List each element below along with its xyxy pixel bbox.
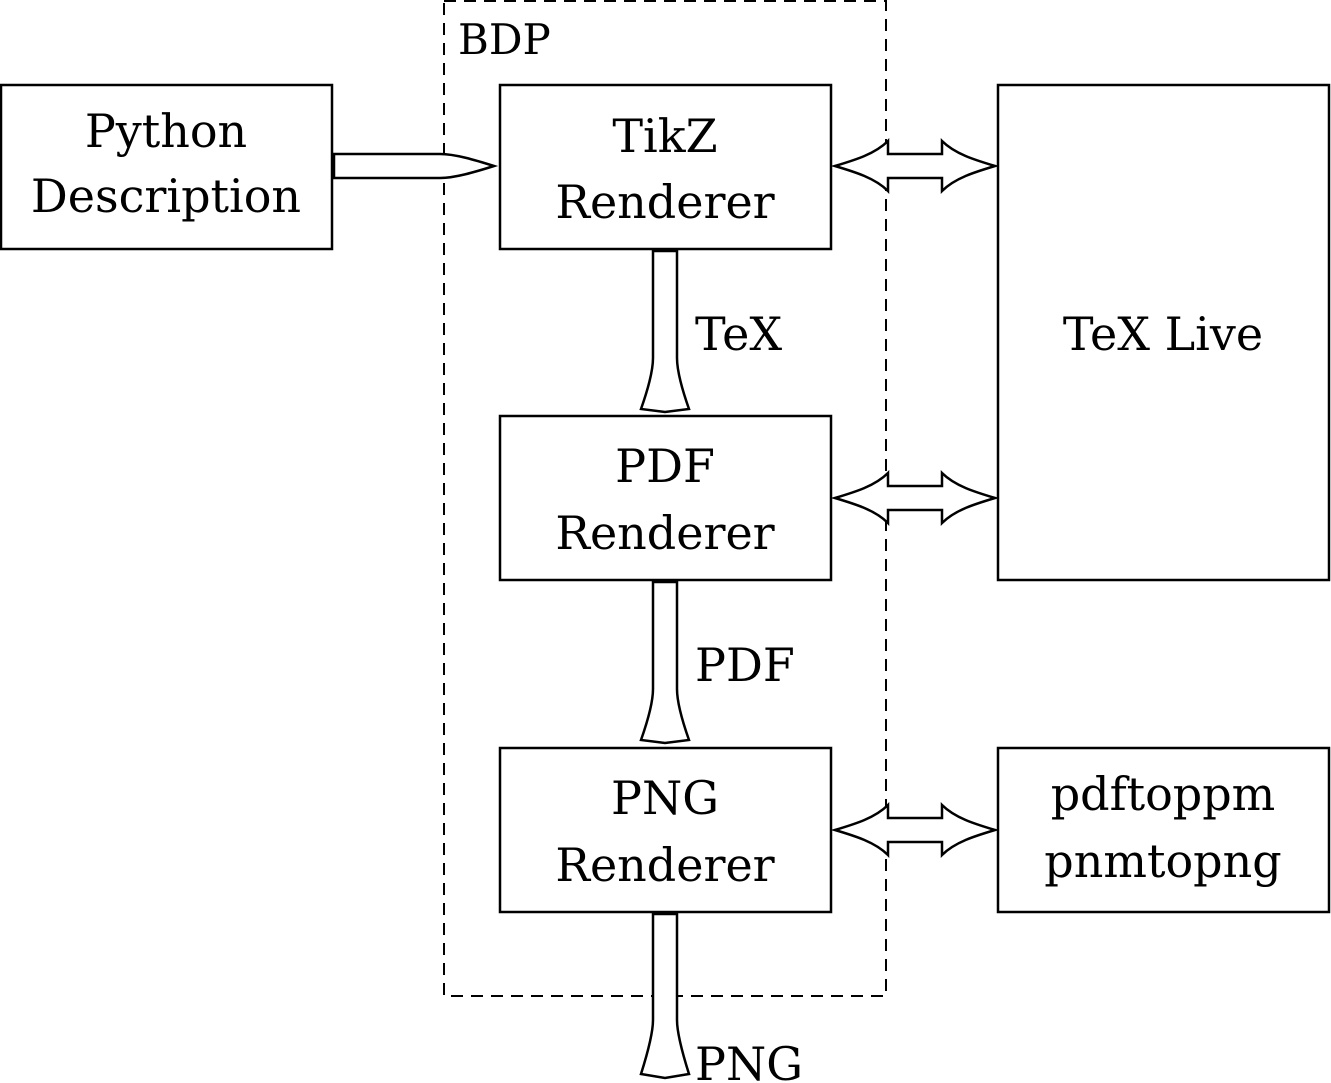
png-renderer-line2: Renderer <box>555 838 774 892</box>
tex-live-label: TeX Live <box>1063 307 1263 361</box>
tikz-renderer-node: TikZ Renderer <box>498 83 833 251</box>
tikz-renderer-line2: Renderer <box>555 175 774 229</box>
python-description-box <box>0 83 334 251</box>
edge-label-tex: TeX <box>695 307 782 361</box>
pdf-renderer-line1: PDF <box>615 439 715 493</box>
arrow-python-to-tikz <box>332 152 499 180</box>
tikz-renderer-line1: TikZ <box>612 109 717 163</box>
double-arrow-tikz-texlive <box>830 137 1000 195</box>
image-tools-line1: pdftoppm <box>1051 767 1276 821</box>
python-description-line1: Python <box>85 104 247 158</box>
png-renderer-box <box>498 746 833 914</box>
python-description-node: Python Description <box>0 83 334 251</box>
bdp-group-border <box>443 0 887 997</box>
arrow-pdf-to-png <box>639 580 691 745</box>
bdp-group-label: BDP <box>458 15 551 64</box>
png-renderer-node: PNG Renderer <box>498 746 833 914</box>
arrow-tikz-to-pdf <box>639 249 691 414</box>
tex-live-node: TeX Live <box>996 83 1331 582</box>
image-tools-line2: pnmtopng <box>1044 834 1281 888</box>
tikz-renderer-box <box>498 83 833 251</box>
pdf-renderer-line2: Renderer <box>555 506 774 560</box>
image-tools-box <box>996 746 1331 914</box>
image-tools-node: pdftoppm pnmtopng <box>996 746 1331 914</box>
double-arrow-pdf-texlive <box>830 469 1000 527</box>
png-renderer-line1: PNG <box>611 771 719 825</box>
edge-label-pdf: PDF <box>695 638 795 692</box>
python-description-line2: Description <box>31 169 301 223</box>
edge-label-png: PNG <box>695 1037 803 1083</box>
tex-live-box <box>996 83 1331 582</box>
double-arrow-png-tools <box>830 801 1000 859</box>
arrow-png-output <box>639 912 691 1080</box>
pdf-renderer-node: PDF Renderer <box>498 414 833 582</box>
